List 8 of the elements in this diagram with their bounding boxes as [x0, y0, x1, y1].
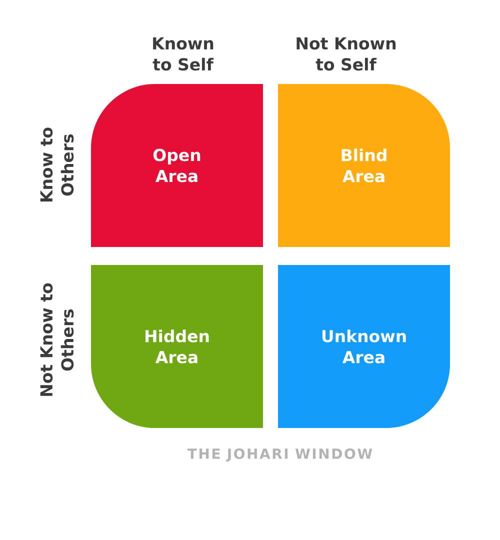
row-header: Know to Others	[40, 128, 74, 202]
diagram-caption: THE JOHARI WINDOW	[187, 448, 372, 462]
column-header: Not Known to Self	[296, 37, 396, 71]
quadrant-box: Unknown Area	[278, 265, 450, 428]
quadrant-box: Hidden Area	[91, 265, 263, 428]
row-header: Not Know to Others	[40, 283, 74, 396]
quadrant-box: Blind Area	[278, 84, 450, 247]
quadrant-box: Open Area	[91, 84, 263, 247]
